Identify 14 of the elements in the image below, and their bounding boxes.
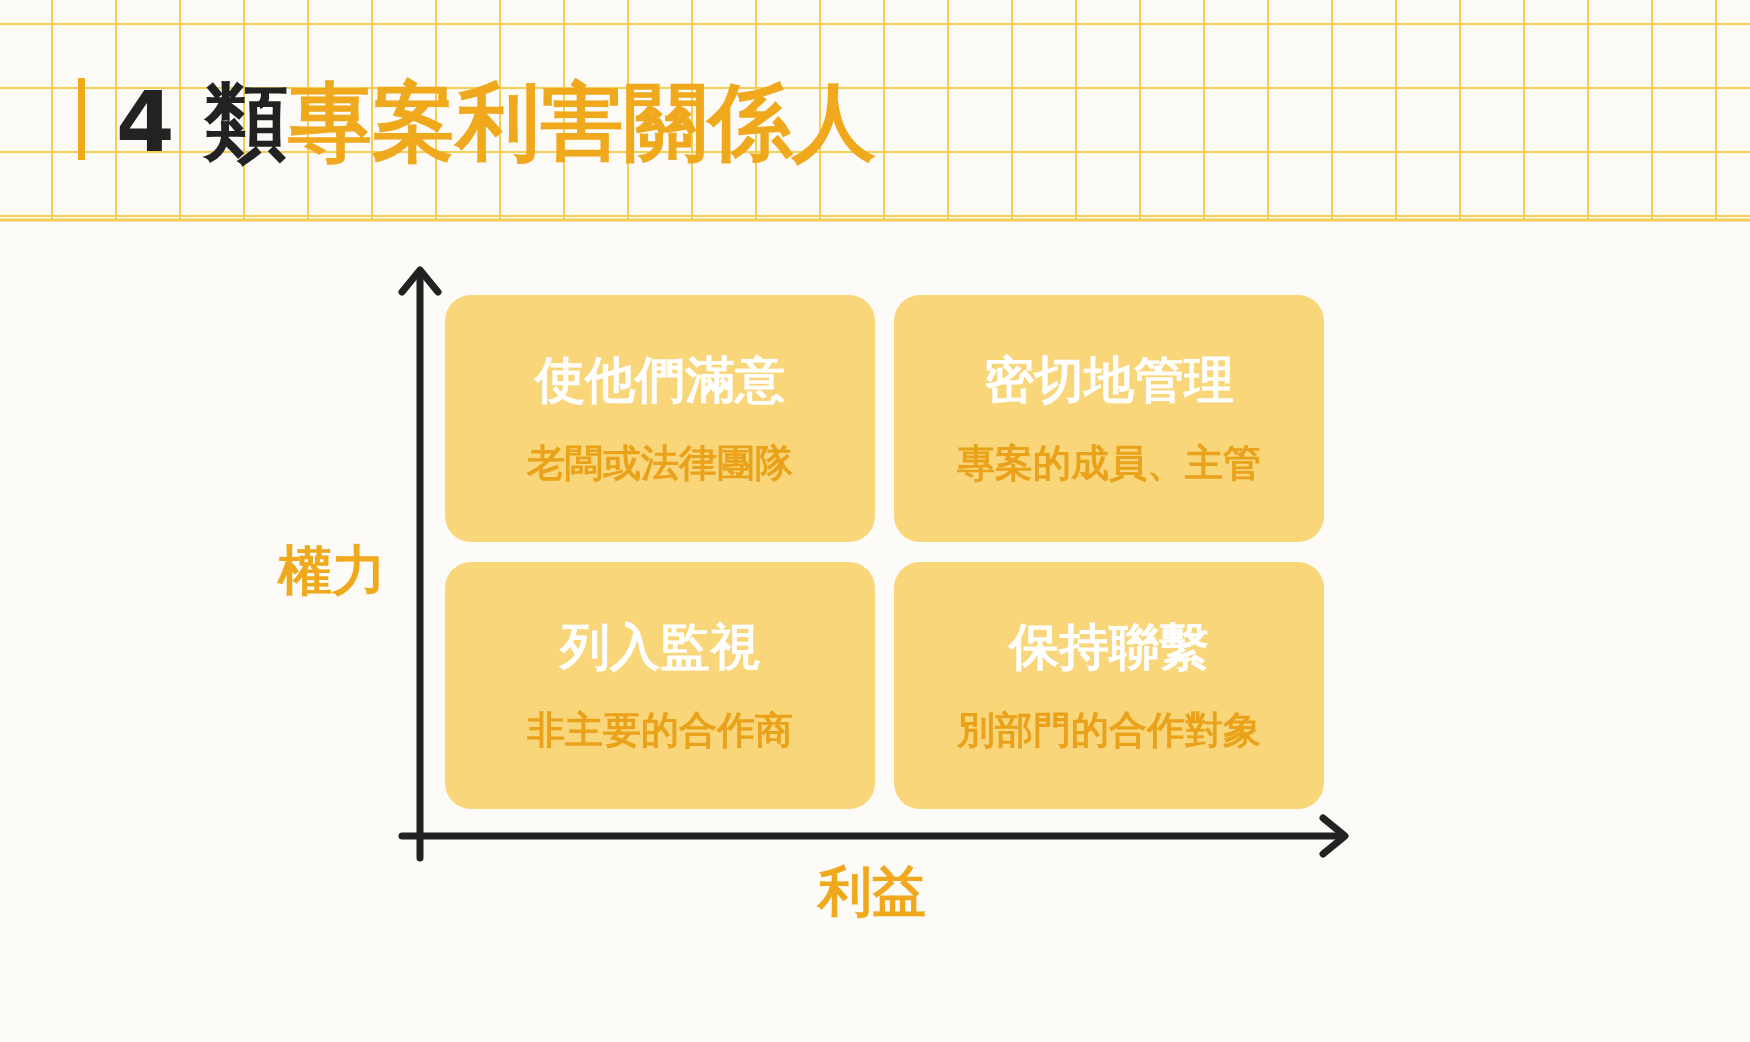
quadrant-heading: 密切地管理 [983,350,1235,411]
quadrant-heading: 列入監視 [558,617,761,678]
quadrant-example: 專案的成員、主管 [956,440,1262,487]
quadrant-card [445,295,875,542]
quadrant-card [894,295,1324,542]
quadrant-example: 老闆或法律團隊 [526,440,794,487]
x-axis-label: 利益 [818,859,926,925]
quadrant-card [445,562,875,809]
quadrant-heading: 保持聯繫 [1007,617,1210,678]
quadrant-example: 非主要的合作商 [526,707,794,754]
quadrant-heading: 使他們滿意 [533,350,786,411]
y-axis-label: 權力 [278,538,386,604]
quadrant-example: 別部門的合作對象 [955,707,1262,754]
quadrant-card [894,562,1324,809]
